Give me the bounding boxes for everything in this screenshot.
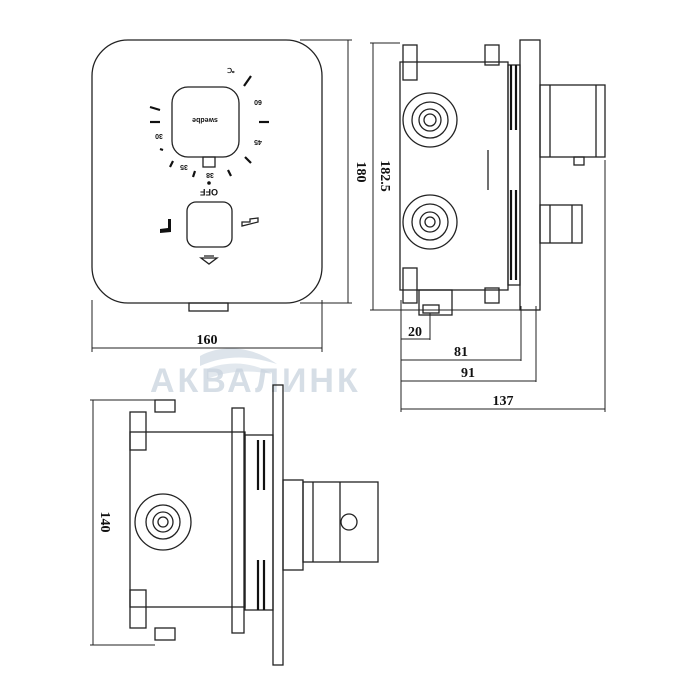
watermark-text: АКВАЛИНК [150, 362, 361, 400]
dial-label-45: 45 [254, 138, 262, 145]
dial-label-30: 30 [155, 132, 163, 139]
knob-stem [202, 156, 216, 168]
brand-label: swedbe [192, 116, 218, 123]
off-dot [207, 181, 211, 185]
watermark-wave-icon-2 [207, 363, 272, 379]
dim-depth-137: 137 [493, 394, 514, 409]
bottom-view: 140 [90, 384, 379, 666]
dim-height-180: 180 [353, 162, 368, 183]
bottom-body [129, 431, 246, 608]
hand-shower-icon [160, 219, 171, 233]
dial-label-60: 60 [254, 98, 262, 105]
bottom-port [134, 493, 192, 551]
dim-height-182-5: 182.5 [377, 160, 392, 192]
dim-depth-20: 20 [408, 325, 422, 340]
diverter-knob [186, 201, 233, 248]
dial-ticks [149, 75, 269, 178]
dial-label-celsius: ℃ [227, 66, 235, 74]
side-port-lower [402, 194, 458, 250]
side-port-upper [402, 92, 458, 148]
dial-label-38: 38 [206, 171, 214, 178]
dim-depth-91: 91 [461, 366, 475, 381]
side-diverter-handle [539, 204, 583, 244]
side-bottom-port [418, 289, 453, 316]
dim-width-160: 160 [197, 333, 218, 348]
side-flange [519, 39, 541, 311]
bottom-flange [272, 384, 284, 666]
watermark: АКВАЛИНК [150, 348, 361, 400]
dim-depth-81: 81 [454, 345, 468, 360]
shower-head-icon [199, 255, 219, 265]
side-temperature-handle [539, 84, 606, 158]
dim-height-140: 140 [97, 512, 112, 533]
dial-label-35: 35 [180, 163, 188, 170]
side-view: 182.5 20 81 91 137 [370, 39, 606, 412]
front-bottom-tab [188, 302, 229, 312]
off-label: OFF [200, 187, 218, 197]
front-view: swedbe ℃ 60 45 38 35 30 OFF 160 [91, 39, 368, 352]
bath-spout-icon [241, 217, 259, 227]
watermark-wave-icon [200, 348, 277, 366]
